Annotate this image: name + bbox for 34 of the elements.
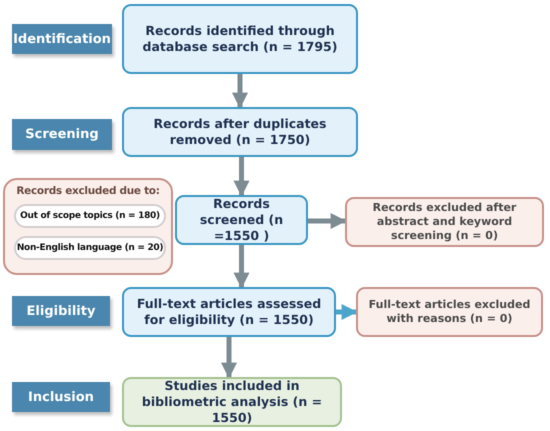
- result-box: [122, 377, 342, 427]
- stage-label: [12, 296, 110, 326]
- arrow: [234, 245, 250, 289]
- arrow: [221, 337, 237, 379]
- reason-pill: [14, 204, 166, 228]
- stage-label: [12, 119, 112, 150]
- process-box: [122, 107, 358, 157]
- exclusion-box: [345, 197, 544, 247]
- process-box: [175, 195, 308, 245]
- process-box: [122, 287, 336, 337]
- exclusion-box: [356, 287, 543, 337]
- box-text: Records identified through database search (n = 1795): [142, 22, 338, 56]
- box-text: Records excluded after abstract and keyword screening (n = 0): [372, 200, 518, 244]
- box-text: Inclusion: [27, 390, 95, 404]
- box-text: Out of scope topics (n = 180): [19, 211, 161, 221]
- process-box: [122, 4, 358, 74]
- box-text: Full-text articles assessed for eligibility (n = 1550): [136, 296, 322, 328]
- exclusion-box: [3, 178, 173, 275]
- arrow: [308, 213, 347, 229]
- reason-pill: [14, 236, 166, 260]
- box-text: Records screened (n =1550 ): [198, 196, 284, 244]
- box-text: Studies included in bibliometric analysis (n = 1550): [140, 378, 324, 426]
- stage-label: [12, 24, 112, 54]
- group-heading: Records excluded due to:: [15, 185, 161, 197]
- stage-label: [12, 382, 110, 412]
- arrow: [232, 74, 248, 109]
- box-text: Eligibility: [26, 304, 96, 318]
- arrow: [234, 157, 250, 197]
- box-text: Full-text articles excluded with reasons (n = 0): [368, 298, 532, 326]
- box-text: Identification: [12, 32, 112, 46]
- arrow: [336, 304, 358, 320]
- box-text: Screening: [24, 127, 100, 142]
- box-text: Non-English language (n = 20): [16, 243, 164, 253]
- box-text: Records after duplicates removed (n = 1750): [152, 116, 328, 148]
